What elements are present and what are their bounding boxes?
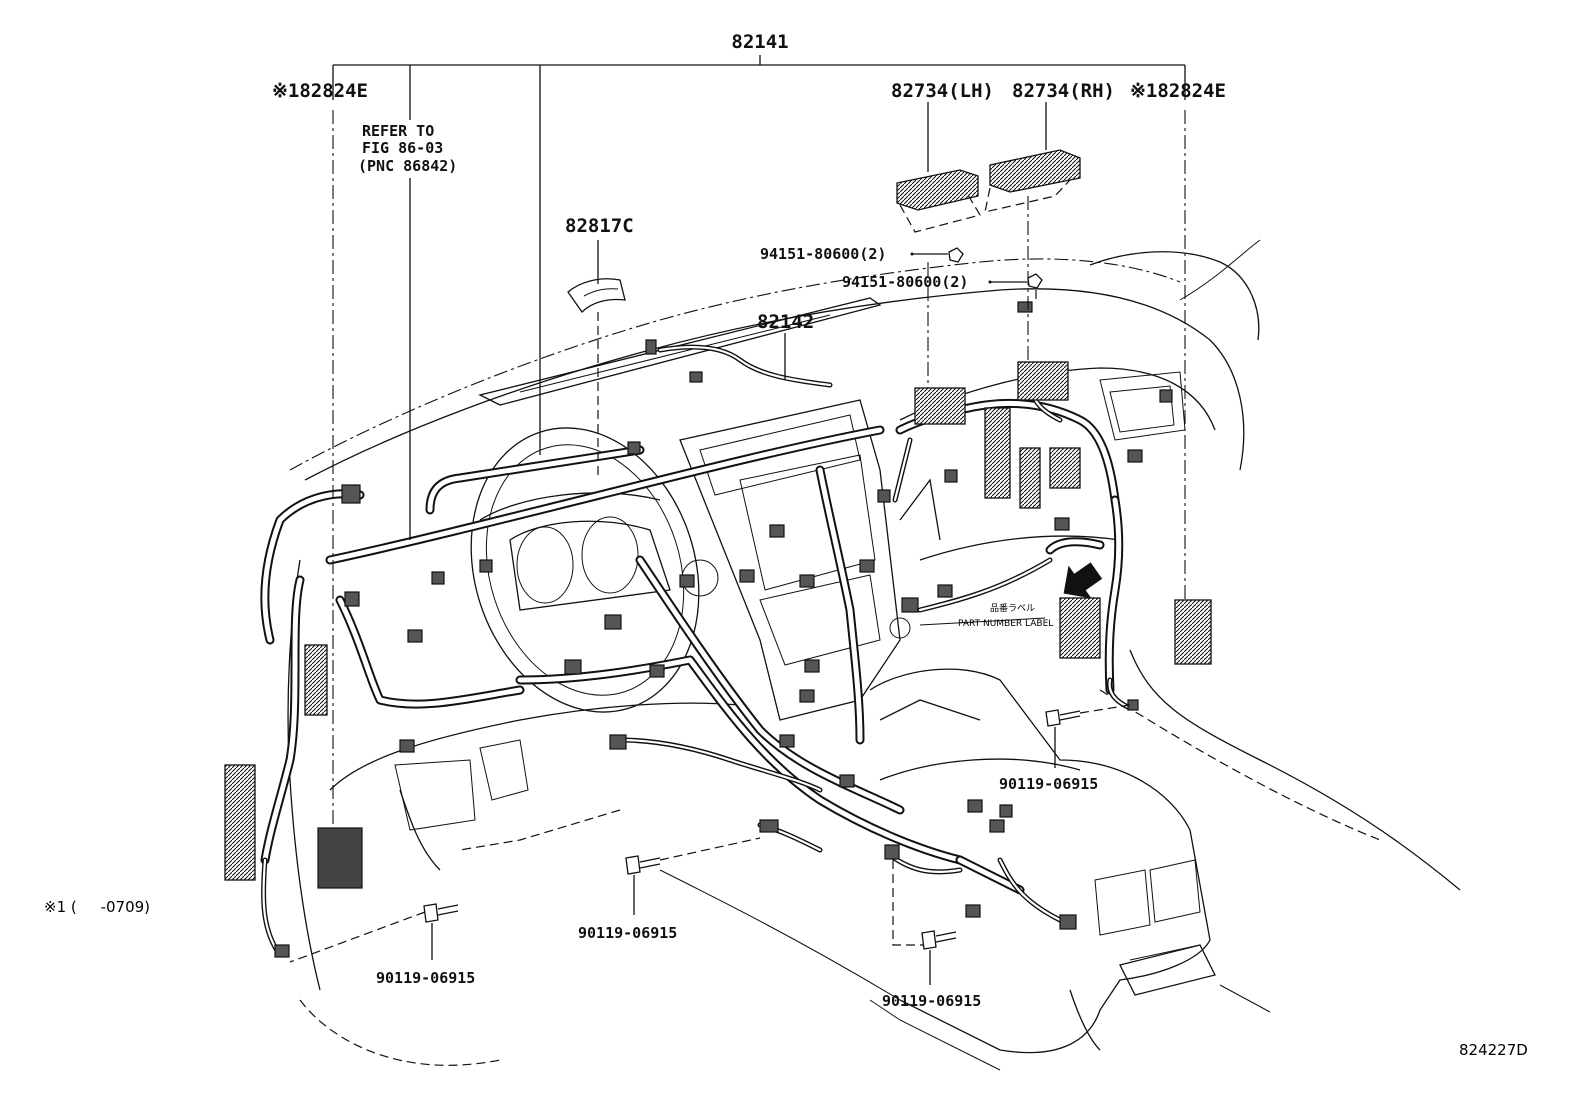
label-bolt-right: 90119-06915 (999, 775, 1098, 793)
bolt-left (423, 903, 459, 923)
nuts (948, 247, 1043, 289)
clamp-82817C (567, 278, 626, 314)
bolts (423, 709, 1081, 950)
relay-dash-guides (899, 179, 1071, 233)
label-nut-lower: 94151-80600(2) (842, 273, 968, 291)
label-bolt-center: 90119-06915 (578, 924, 677, 942)
label-82141: 82141 (731, 31, 788, 53)
label-bolt-left: 90119-06915 (376, 969, 475, 987)
nut-lower (1027, 273, 1043, 289)
figure-code: 824227D (1459, 1041, 1528, 1059)
relay-lh-module (896, 169, 979, 211)
label-arrow-icon (1063, 562, 1103, 599)
leader-lines (289, 55, 1186, 985)
label-82817C: 82817C (565, 215, 634, 237)
bolt-bottom (921, 930, 957, 950)
label-ref-right: ※182824E (1130, 80, 1226, 102)
label-82734-rh: 82734(RH) (1012, 80, 1115, 102)
label-82142: 82142 (757, 311, 814, 333)
junction-blocks (224, 361, 1212, 889)
label-refer-fig: FIG 86-03 (362, 139, 443, 157)
label-bolt-bottom: 90119-06915 (882, 992, 981, 1010)
label-ref-left: ※182824E (272, 80, 368, 102)
nut-upper (948, 247, 964, 263)
label-82734-lh: 82734(LH) (891, 80, 994, 102)
callout-labels: 82141 ※182824E ※182824E 82734(LH) 82734(… (44, 31, 1528, 1059)
dashboard-outline (287, 239, 1461, 1071)
label-refer-pnc: (PNC 86842) (358, 157, 457, 175)
connectors (274, 301, 1173, 958)
label-nut-upper: 94151-80600(2) (760, 245, 886, 263)
footnote: ※1 ( -0709) (44, 898, 150, 916)
bolt-right (1045, 709, 1081, 727)
label-part-number-en: PART NUMBER LABEL (958, 619, 1053, 629)
relay-rh-module (989, 149, 1081, 193)
bolt-center (625, 855, 661, 875)
label-part-number-jp: 品番ラベル (990, 602, 1035, 614)
label-refer-to: REFER TO (362, 122, 434, 140)
